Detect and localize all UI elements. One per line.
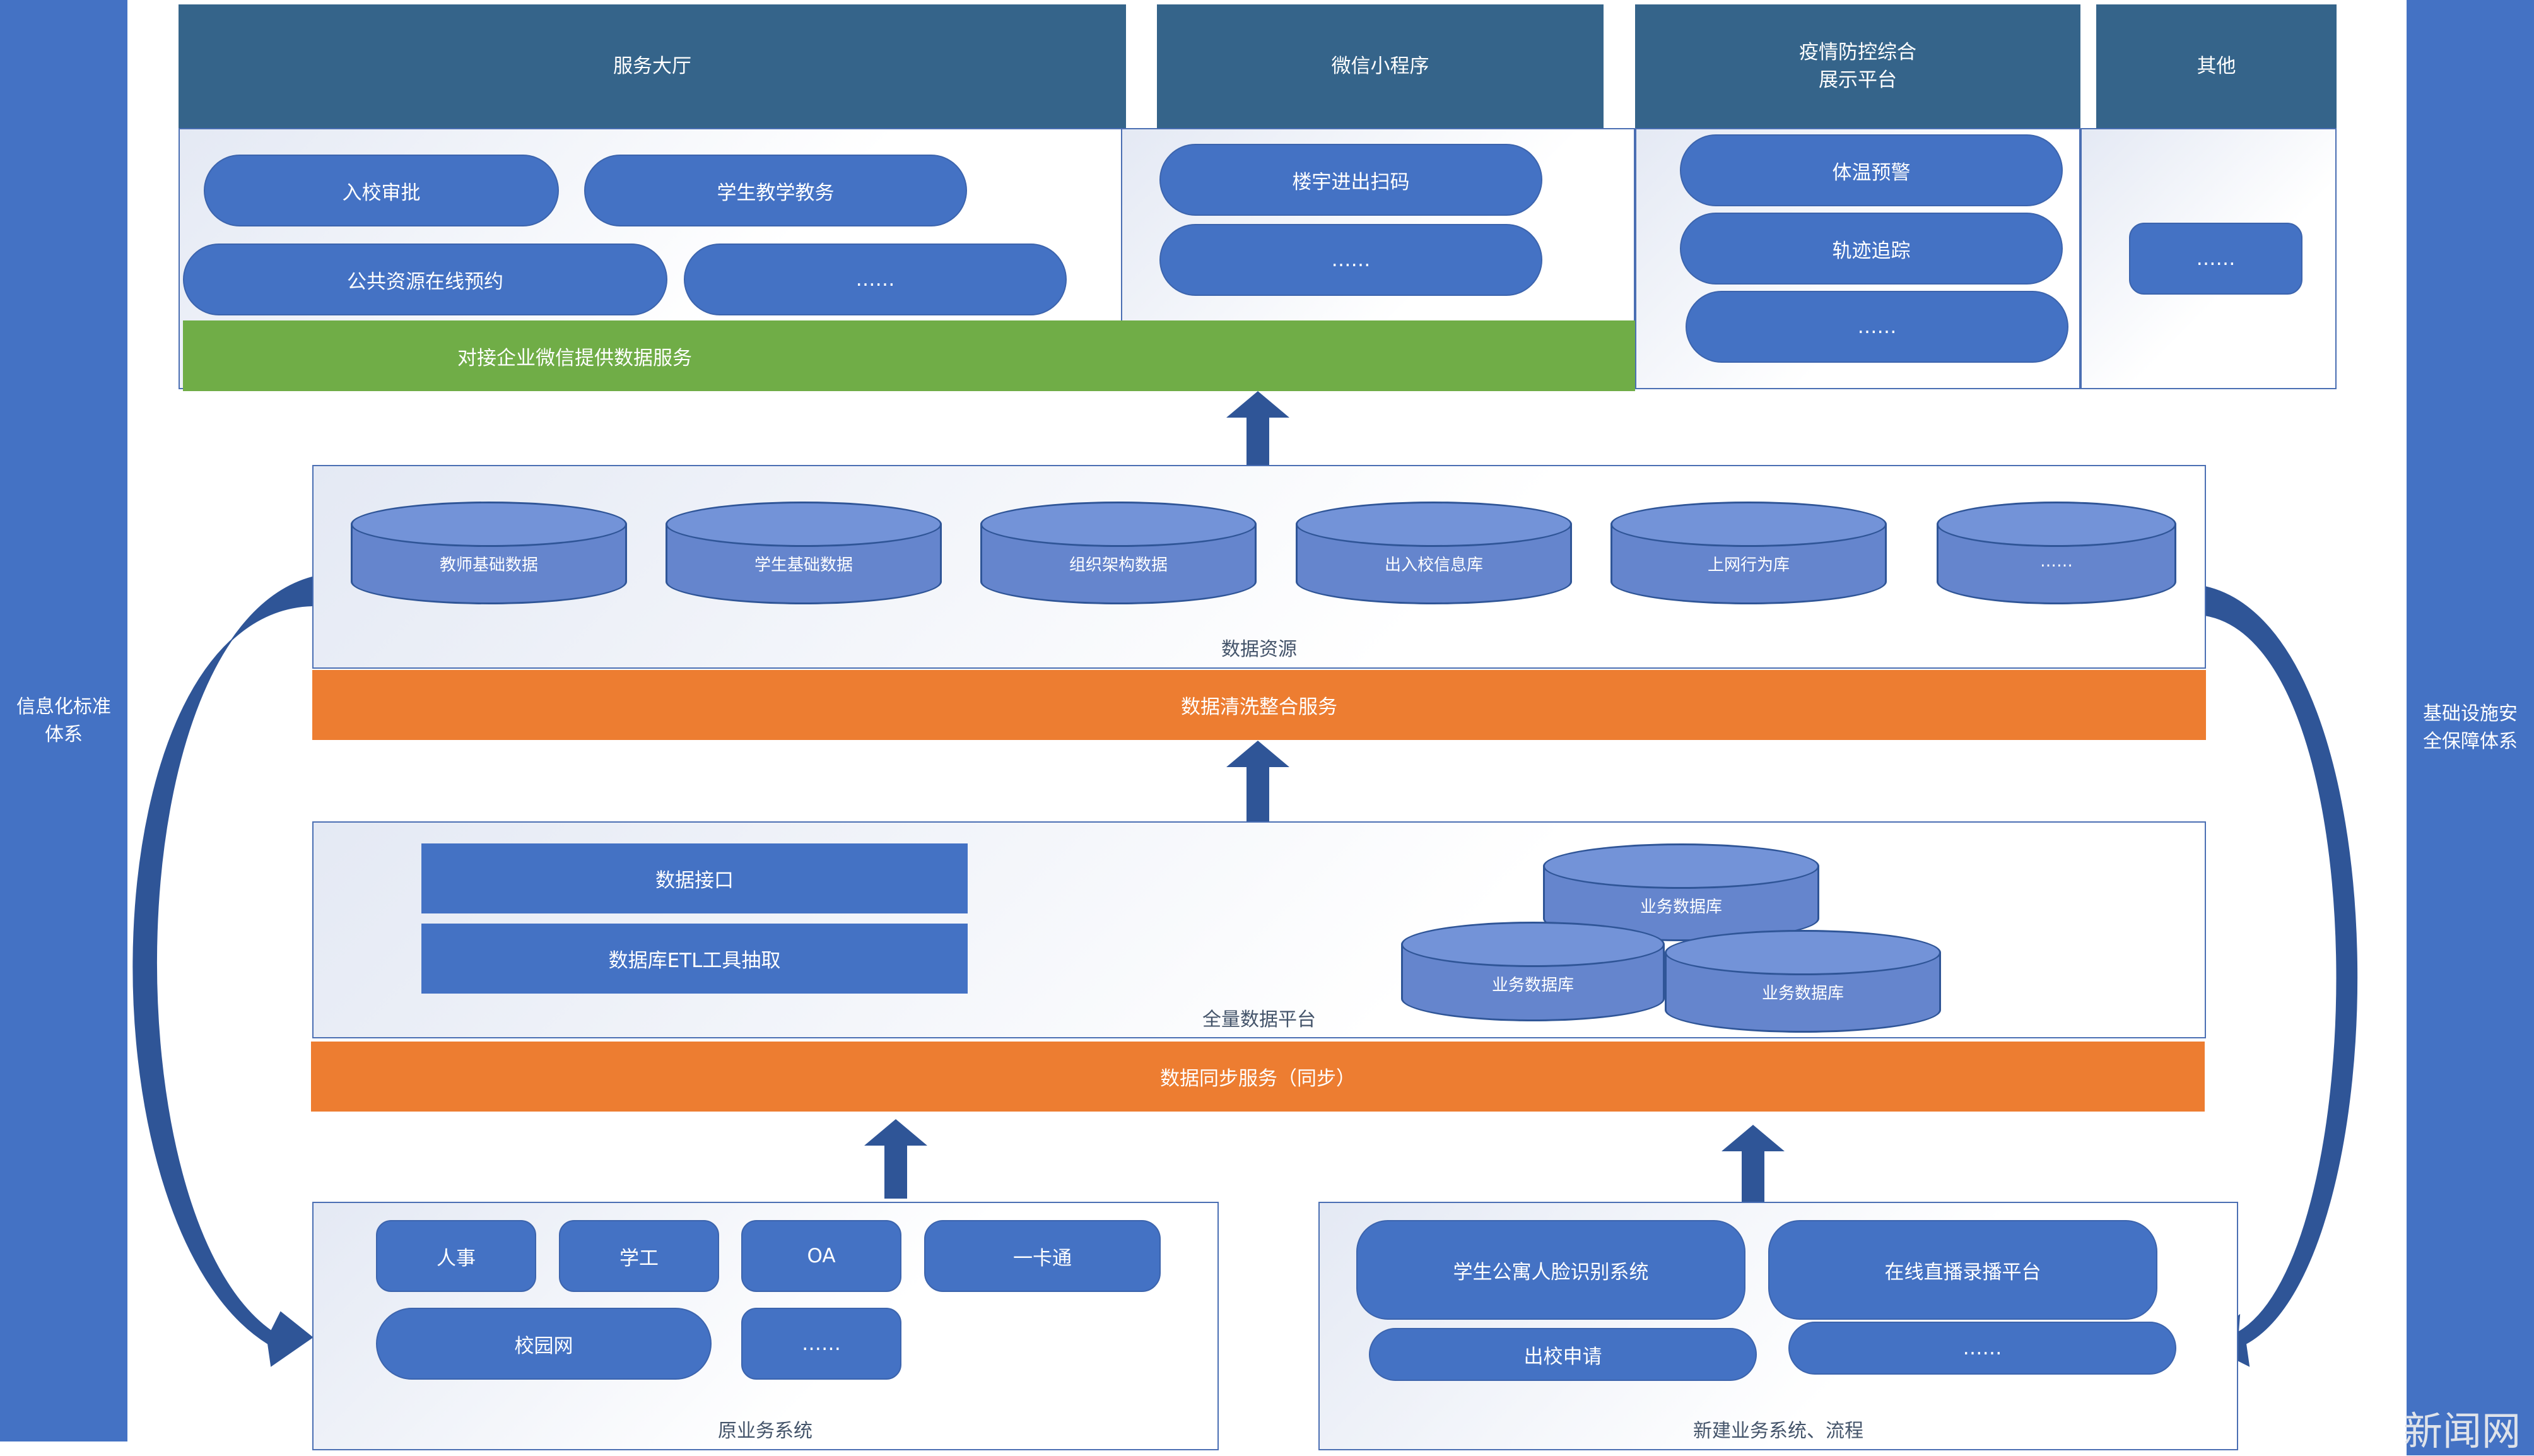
- up-arrow-from-new: [1722, 1125, 1785, 1203]
- service-item-student-academics[interactable]: 学生教学教务: [584, 155, 967, 226]
- service-hall-title: 服务大厅: [613, 55, 691, 78]
- data-interface-box[interactable]: 数据接口: [421, 843, 968, 913]
- header-epidemic: 疫情防控综合 展示平台: [1635, 4, 2080, 128]
- service-item-entry-approval[interactable]: 入校审批: [204, 155, 559, 226]
- wechat-item-more[interactable]: ……: [1159, 224, 1542, 296]
- wechat-data-service-band: 对接企业微信提供数据服务: [183, 320, 1635, 391]
- db-campus-access: 出入校信息库: [1296, 502, 1572, 604]
- other-title: 其他: [2197, 55, 2236, 78]
- legacy-systems-caption: 原业务系统: [718, 1420, 812, 1442]
- up-arrow-from-legacy: [864, 1119, 927, 1199]
- legacy-item-campus-card[interactable]: 一卡通: [924, 1220, 1161, 1292]
- etl-extraction-box[interactable]: 数据库ETL工具抽取: [421, 924, 968, 994]
- wechat-item-building-scan[interactable]: 楼宇进出扫码: [1159, 144, 1542, 216]
- data-sync-band: 数据同步服务（同步）: [311, 1042, 2205, 1112]
- legacy-item-more[interactable]: ……: [741, 1308, 901, 1380]
- data-resources-panel: [312, 465, 2206, 669]
- business-db-right: 业务数据库: [1665, 930, 1941, 1033]
- db-student-basic: 学生基础数据: [666, 502, 942, 604]
- epidemic-item-temperature-alert[interactable]: 体温预警: [1680, 134, 2063, 206]
- left-curved-arrow: [132, 576, 314, 1367]
- data-sync-label: 数据同步服务（同步）: [1160, 1067, 1356, 1090]
- db-org-structure: 组织架构数据: [980, 502, 1257, 604]
- business-db-left: 业务数据库: [1401, 922, 1665, 1021]
- new-systems-caption: 新建业务系统、流程: [1693, 1420, 1863, 1442]
- db-more: ……: [1937, 502, 2176, 604]
- new-item-face-recognition[interactable]: 学生公寓人脸识别系统: [1356, 1220, 1745, 1320]
- data-resources-caption: 数据资源: [1221, 638, 1297, 660]
- new-item-more[interactable]: ……: [1788, 1322, 2176, 1375]
- header-other: 其他: [2096, 4, 2337, 128]
- infra-security-label: 基础设施安 全保障体系: [2423, 702, 2518, 753]
- wechat-mini-title: 微信小程序: [1331, 55, 1429, 78]
- info-standard-label: 信息化标准 体系: [16, 695, 111, 746]
- epidemic-item-more[interactable]: ……: [1686, 291, 2068, 363]
- service-item-more[interactable]: ……: [684, 244, 1067, 315]
- wechat-data-service-label: 对接企业微信提供数据服务: [457, 346, 692, 370]
- full-data-platform-caption: 全量数据平台: [1202, 1009, 1316, 1031]
- up-arrow-to-top: [1226, 391, 1289, 467]
- watermark: 新闻网: [2403, 1408, 2521, 1454]
- epidemic-title: 疫情防控综合 展示平台: [1799, 41, 1916, 91]
- new-item-live-streaming[interactable]: 在线直播录播平台: [1768, 1220, 2157, 1320]
- info-standard-system-bar: 信息化标准 体系: [0, 0, 127, 1441]
- db-internet-behavior: 上网行为库: [1610, 502, 1887, 604]
- data-cleaning-label: 数据清洗整合服务: [1181, 696, 1337, 719]
- epidemic-item-trajectory[interactable]: 轨迹追踪: [1680, 213, 2063, 285]
- infra-security-system-bar: 基础设施安 全保障体系: [2407, 0, 2534, 1455]
- legacy-item-oa[interactable]: OA: [741, 1220, 901, 1292]
- header-wechat-mini: 微信小程序: [1157, 4, 1604, 128]
- db-teacher-basic: 教师基础数据: [351, 502, 627, 604]
- header-service-hall: 服务大厅: [179, 4, 1126, 128]
- data-cleaning-band: 数据清洗整合服务: [312, 670, 2206, 740]
- up-arrow-to-resources: [1226, 741, 1289, 821]
- legacy-item-hr[interactable]: 人事: [376, 1220, 536, 1292]
- service-item-resource-booking[interactable]: 公共资源在线预约: [183, 244, 667, 315]
- new-item-exit-application[interactable]: 出校申请: [1369, 1328, 1757, 1381]
- legacy-item-student-affairs[interactable]: 学工: [559, 1220, 719, 1292]
- other-item-more[interactable]: ……: [2129, 223, 2302, 295]
- legacy-item-campus-network[interactable]: 校园网: [376, 1308, 712, 1380]
